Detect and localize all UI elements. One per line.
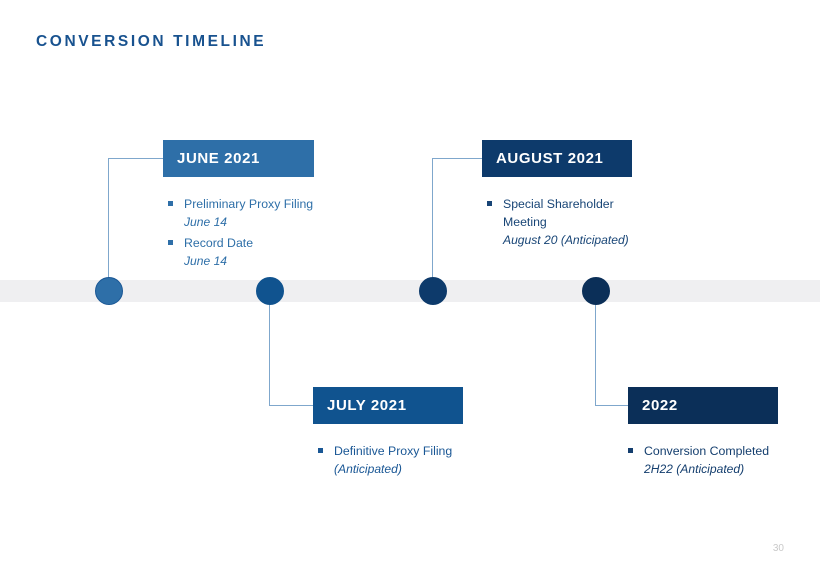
- list-item: Definitive Proxy Filing: [316, 442, 506, 460]
- milestone-header-label: AUGUST 2021: [496, 150, 604, 167]
- page-number: 30: [772, 543, 784, 554]
- list-item-subtext: June 14: [184, 215, 228, 229]
- milestone-body-2022: Conversion Completed 2H22 (Anticipated): [626, 442, 816, 481]
- milestone-header-label: JULY 2021: [327, 397, 407, 414]
- timeline-bar: [0, 280, 820, 302]
- milestone-header-label: 2022: [642, 397, 678, 414]
- list-item-label: Record Date: [184, 235, 254, 250]
- list-item-subtext: (Anticipated): [334, 462, 402, 476]
- bullet-square-icon: [318, 448, 323, 453]
- list-item: Special Shareholder Meeting: [485, 195, 635, 231]
- timeline-node-2022[interactable]: [582, 277, 610, 305]
- list-item-subtext: 2H22 (Anticipated): [644, 462, 745, 476]
- list-item-label: Conversion Completed: [644, 444, 770, 458]
- list-item: Preliminary Proxy Filing: [166, 195, 346, 213]
- list-item: Record Date: [166, 234, 346, 252]
- timeline-node-july-2021[interactable]: [256, 277, 284, 305]
- milestone-body-june-2021: Preliminary Proxy Filing June 14 Record …: [166, 195, 346, 272]
- milestone-header-june-2021[interactable]: JUNE 2021: [163, 140, 314, 177]
- milestone-body-august-2021: Special Shareholder Meeting August 20 (A…: [485, 195, 635, 252]
- bullet-square-icon: [487, 201, 492, 206]
- list-item-label: Definitive Proxy Filing: [334, 444, 453, 458]
- list-item-label: Special Shareholder Meeting: [503, 197, 614, 229]
- list-item-subtext: August 20 (Anticipated): [503, 233, 629, 247]
- list-item-subtext: June 14: [184, 253, 228, 268]
- bullet-square-icon: [168, 201, 173, 206]
- milestone-header-august-2021[interactable]: AUGUST 2021: [482, 140, 632, 177]
- page-title: CONVERSION TIMELINE: [36, 33, 267, 50]
- bullet-square-icon: [628, 448, 633, 453]
- list-item-label: Preliminary Proxy Filing: [184, 197, 314, 211]
- list-item: Conversion Completed: [626, 442, 816, 460]
- milestone-header-label: JUNE 2021: [177, 150, 260, 167]
- bullet-square-icon: [168, 239, 173, 245]
- milestone-header-2022[interactable]: 2022: [628, 387, 778, 424]
- milestone-header-july-2021[interactable]: JULY 2021: [313, 387, 463, 424]
- milestone-body-july-2021: Definitive Proxy Filing (Anticipated): [316, 442, 506, 481]
- timeline-node-june-2021[interactable]: [95, 277, 123, 305]
- timeline-node-august-2021[interactable]: [419, 277, 447, 305]
